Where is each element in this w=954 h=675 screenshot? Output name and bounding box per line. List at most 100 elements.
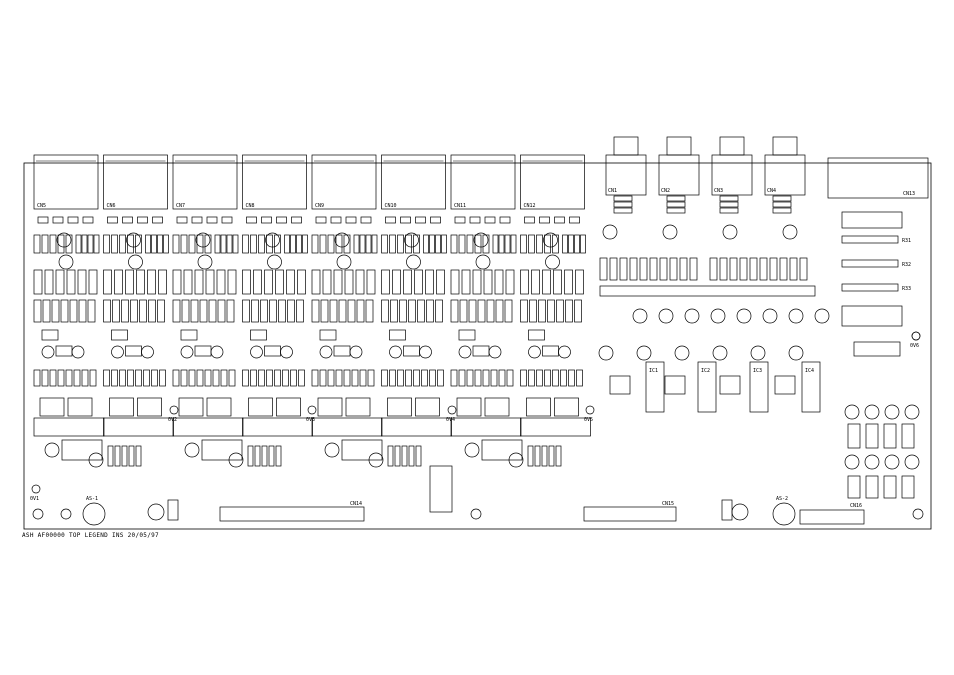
- test-point-label: 0V3: [306, 417, 315, 423]
- capacitor-block: [901, 475, 915, 499]
- trimmer-pot: [488, 345, 502, 359]
- fixing-hole: [32, 508, 44, 520]
- resistor: [139, 299, 147, 323]
- resistor: [119, 369, 126, 387]
- capacitor: [750, 345, 766, 361]
- resistor: [75, 234, 82, 254]
- capacitor-block: [883, 475, 897, 499]
- resistor: [397, 234, 404, 254]
- resistor: [311, 234, 319, 254]
- resistor: [458, 234, 466, 254]
- resistor: [408, 299, 416, 323]
- channel-connector-body: [33, 154, 99, 210]
- resistor: [228, 369, 236, 387]
- ic-socket: [841, 305, 903, 327]
- resistor: [466, 234, 474, 254]
- test-point: [447, 405, 457, 415]
- resistor: [536, 369, 543, 387]
- resistor: [87, 299, 96, 323]
- ic-socket: [841, 211, 903, 229]
- resistor: [251, 299, 259, 323]
- ic-outline: [311, 417, 383, 437]
- jack-connector-label: CN4: [767, 188, 776, 194]
- resistor: [275, 445, 282, 467]
- trimmer-pot: [250, 345, 263, 359]
- resistor: [343, 369, 351, 387]
- resistor: [254, 445, 261, 467]
- capacitor-block: [865, 475, 879, 499]
- jack-top: [719, 136, 745, 156]
- resistor: [536, 234, 543, 254]
- resistor: [520, 299, 528, 323]
- resistor: [609, 257, 618, 281]
- resistor: [274, 234, 281, 254]
- resistor: [547, 299, 555, 323]
- resistor: [258, 369, 265, 387]
- resistor: [112, 299, 120, 323]
- capacitor-large: [429, 465, 453, 513]
- test-point: [169, 405, 179, 415]
- resistor: [649, 257, 658, 281]
- resistor: [196, 234, 204, 254]
- resistor: [413, 234, 420, 254]
- resistor: [417, 299, 425, 323]
- capacitor: [598, 345, 614, 361]
- resistor: [538, 299, 546, 323]
- jack-connector-label: CN3: [714, 188, 723, 194]
- resistor: [335, 234, 343, 254]
- capacitor-block: [520, 269, 529, 295]
- resistor: [351, 369, 359, 387]
- resistor: [599, 257, 608, 281]
- resistor: [435, 299, 443, 323]
- fixing-hole: [60, 508, 72, 520]
- capacitor-block: [414, 269, 423, 295]
- resistor: [329, 299, 338, 323]
- resistor: [172, 234, 180, 254]
- resistor: [555, 445, 562, 467]
- resistor: [157, 299, 165, 323]
- resistor: [458, 369, 466, 387]
- resistor: [103, 299, 111, 323]
- resistor: [482, 234, 490, 254]
- capacitor-block: [103, 269, 112, 295]
- resistor: [749, 257, 758, 281]
- capacitor-block: [484, 397, 510, 417]
- capacitor-block: [317, 397, 343, 417]
- resistor: [576, 369, 583, 387]
- resistor: [130, 299, 138, 323]
- resistor: [311, 299, 320, 323]
- trimmer-pot: [722, 224, 738, 240]
- capacitor-block: [275, 269, 284, 295]
- resistor: [527, 445, 534, 467]
- capacitor-block: [158, 269, 167, 295]
- resistor: [143, 369, 150, 387]
- legend-caption: ASH AF00000 TOP LEGEND INS 20/05/97: [22, 532, 159, 539]
- capacitor-block: [355, 269, 365, 295]
- resistor: [629, 257, 638, 281]
- resistor: [669, 257, 678, 281]
- resistor: [421, 369, 428, 387]
- resistor: [103, 369, 110, 387]
- resistor: [437, 369, 444, 387]
- resistor: [274, 369, 281, 387]
- capacitor: [147, 503, 165, 521]
- capacitor-block: [554, 397, 579, 417]
- capacitor-block: [137, 397, 162, 417]
- resistor: [709, 257, 718, 281]
- small-part: [360, 216, 372, 224]
- trimmer-pot: [111, 345, 124, 359]
- resistor: [180, 234, 188, 254]
- capacitor-block: [450, 269, 460, 295]
- resistor: [181, 299, 190, 323]
- resistor: [163, 234, 169, 254]
- capacitor: [904, 454, 920, 470]
- test-point-label: 0V2: [168, 417, 177, 423]
- small-part: [613, 201, 633, 208]
- capacitor: [710, 308, 726, 324]
- capacitor-block: [67, 397, 93, 417]
- capacitor: [762, 308, 778, 324]
- resistor: [135, 369, 142, 387]
- resistor: [57, 369, 65, 387]
- capacitor-strip: [599, 285, 816, 297]
